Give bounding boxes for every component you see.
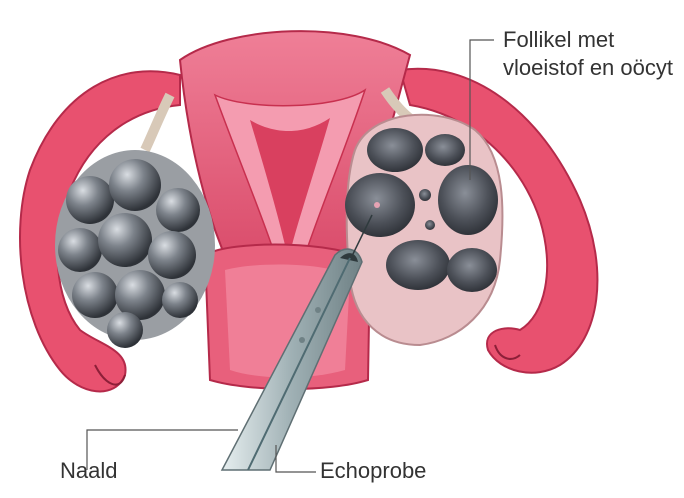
probe-label: Echoprobe bbox=[320, 457, 426, 485]
follicle-label-line2: vloeistof en oöcyt bbox=[503, 54, 673, 82]
follicle-label-line1: Follikel met bbox=[503, 26, 673, 54]
needle-label: Naald bbox=[60, 457, 117, 485]
follicle-label: Follikel met vloeistof en oöcyt bbox=[503, 26, 673, 82]
